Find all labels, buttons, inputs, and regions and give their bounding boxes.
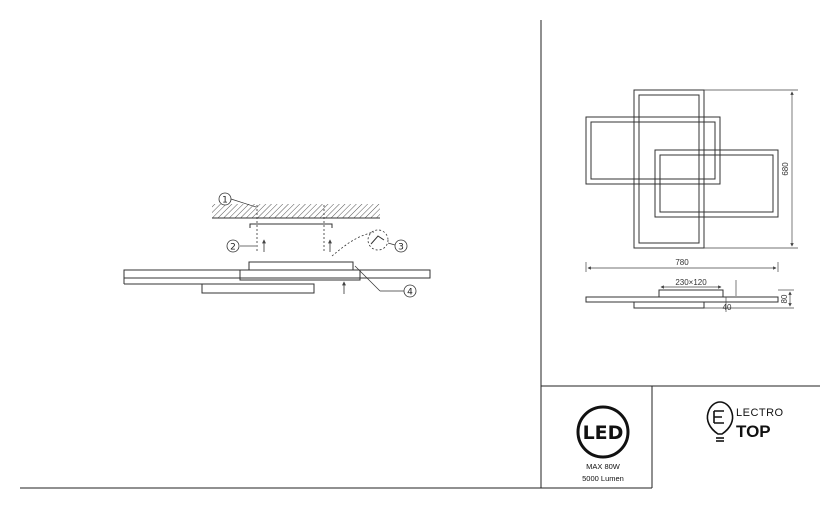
height-dimension (704, 89, 798, 249)
mount-label: 230×120 (675, 278, 707, 287)
sheet-frame (20, 20, 820, 489)
height-label: 680 (781, 162, 790, 176)
depth-panel-label: 40 (723, 303, 732, 312)
lower-panel (201, 283, 315, 294)
up-arrows (262, 239, 346, 294)
side-mount (658, 289, 724, 298)
svg-text:3: 3 (398, 243, 404, 253)
svg-text:1: 1 (222, 196, 228, 206)
base-plate (248, 261, 354, 271)
side-view (585, 289, 779, 309)
top-view (585, 89, 779, 249)
brand-line-1: LECTRO (736, 407, 784, 419)
led-badge: LED (576, 405, 630, 459)
callout-2: 2 (226, 239, 240, 253)
led-badge-ring (576, 405, 630, 459)
callout-3: 3 (394, 239, 408, 253)
ceiling-hatch (212, 204, 380, 218)
power-rating: MAX 80W (586, 462, 621, 471)
depth-total-label: 80 (780, 294, 789, 303)
brand-logo: LECTRO TOP (706, 401, 784, 442)
width-label: 780 (675, 258, 689, 267)
mounting-bracket (249, 223, 333, 228)
callout-leaders (230, 198, 404, 292)
brand-line-2: TOP (736, 422, 771, 441)
connector-curve (331, 231, 375, 257)
frame-right (654, 149, 779, 218)
detail-circle (367, 229, 389, 251)
width-dimension (585, 262, 779, 272)
side-lower-panel (633, 301, 705, 309)
side-upper-panel (585, 296, 779, 303)
upper-panel (123, 269, 431, 279)
installation-view: 1 2 3 4 (123, 192, 431, 298)
svg-text:2: 2 (230, 243, 236, 253)
depth-dimension (704, 289, 794, 312)
callout-1: 1 (218, 192, 232, 206)
led-badge-label: LED (583, 422, 624, 444)
frame-vertical (633, 89, 705, 249)
lightbulb-icon (706, 401, 734, 442)
svg-text:4: 4 (407, 288, 413, 298)
callout-4: 4 (403, 284, 417, 298)
lumen-rating: 5000 Lumen (582, 474, 624, 483)
